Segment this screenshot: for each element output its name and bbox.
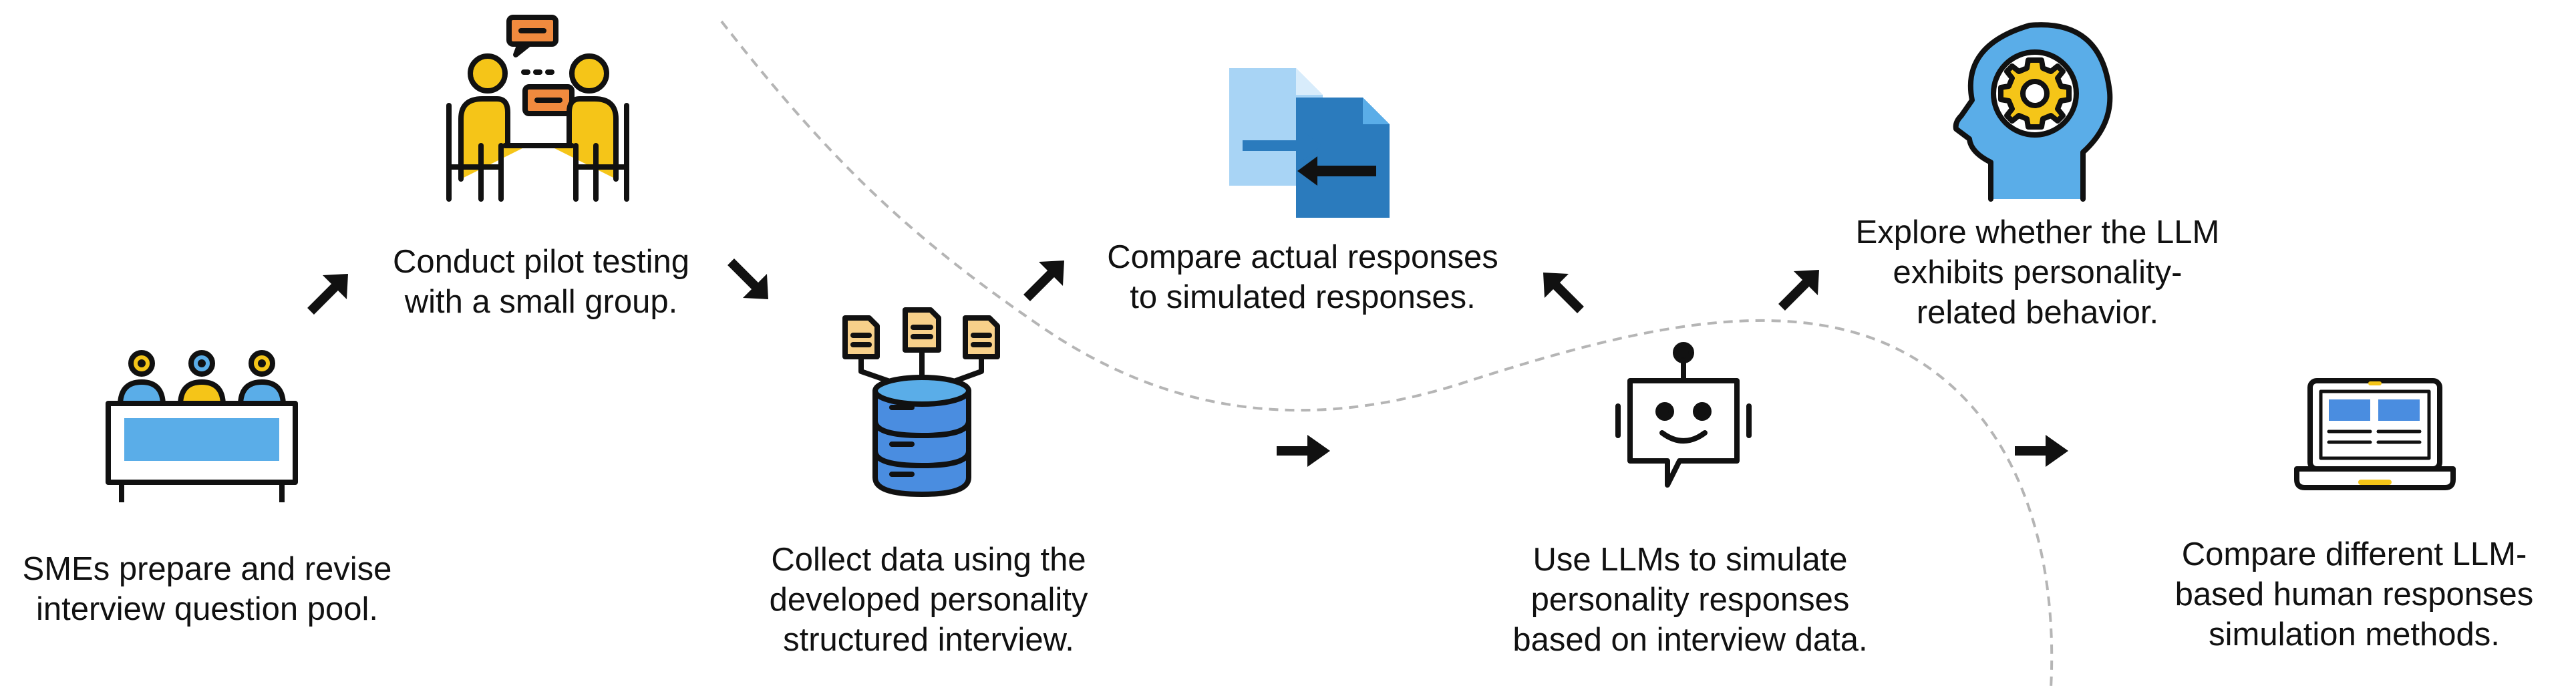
arrow-down-right-1: [728, 258, 768, 299]
panel-meeting-icon: [106, 350, 298, 502]
arrow-right-2: [2015, 435, 2068, 467]
file-compare-icon: [1229, 68, 1390, 218]
step-explore-label: Explore whether the LLM exhibits persona…: [1855, 214, 2220, 331]
step-pilot-label: Conduct pilot testing with a small group…: [393, 244, 689, 320]
discussion-icon: [446, 15, 629, 202]
arrow-right-1: [1277, 435, 1330, 467]
database-icon: [842, 307, 1000, 497]
arrow-up-right-1: [307, 274, 348, 315]
step-collect-label: Collect data using the developed persona…: [769, 542, 1088, 658]
step-compare-actual-label: Compare actual responses to simulated re…: [1107, 239, 1498, 315]
laptop-icon: [2294, 378, 2456, 490]
step-compare-methods-label: Compare different LLM- based human respo…: [2175, 536, 2534, 653]
chatbot-icon: [1615, 342, 1752, 488]
arrow-up-right-2: [1023, 261, 1064, 301]
arrow-up-right-3: [1778, 270, 1819, 311]
step-sme-label: SMEs prepare and revise interview questi…: [22, 551, 392, 627]
brain-gear-icon: [1953, 22, 2113, 202]
arrow-up-left-1: [1543, 273, 1584, 313]
step-simulate-label: Use LLMs to simulate personality respons…: [1512, 542, 1868, 658]
divider-curve-left: [720, 20, 2054, 689]
